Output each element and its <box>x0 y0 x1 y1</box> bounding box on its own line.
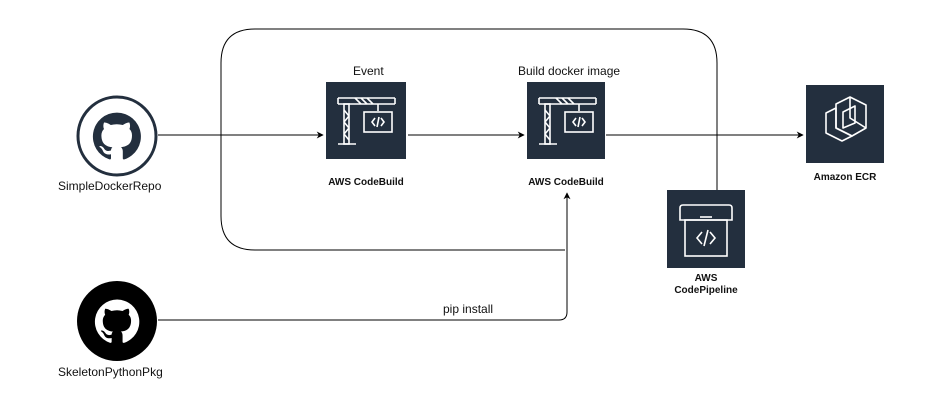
github-icon <box>92 112 141 160</box>
codebuild-event-label: AWS CodeBuild <box>328 177 404 188</box>
codepipeline-label-line1: AWS <box>694 273 718 284</box>
build-docker-image-caption: Build docker image <box>518 64 621 78</box>
simple-docker-repo-label: SimpleDockerRepo <box>58 179 162 193</box>
codebuild-build-node <box>527 82 605 159</box>
ecr-node <box>806 85 884 163</box>
codebuild-event-node <box>326 82 406 159</box>
edge-pip-install <box>158 192 571 321</box>
codebuild-icon <box>538 97 597 145</box>
ecr-label: Amazon ECR <box>813 172 877 183</box>
pip-install-edge-label: pip install <box>443 302 494 316</box>
github-icon <box>94 299 140 343</box>
codepipeline-label-line2: CodePipeline <box>674 285 738 296</box>
codebuild-build-label: AWS CodeBuild <box>528 177 604 188</box>
codebuild-icon <box>337 97 396 145</box>
codepipeline-node <box>667 190 745 268</box>
skeleton-python-pkg-node <box>77 281 157 361</box>
skeleton-python-pkg-label: SkeletonPythonPkg <box>58 365 163 379</box>
event-caption: Event <box>353 64 384 78</box>
simple-docker-repo-node <box>76 95 158 177</box>
pipeline-boundary <box>220 28 718 251</box>
ecr-icon <box>825 96 867 142</box>
codepipeline-icon <box>679 204 733 257</box>
